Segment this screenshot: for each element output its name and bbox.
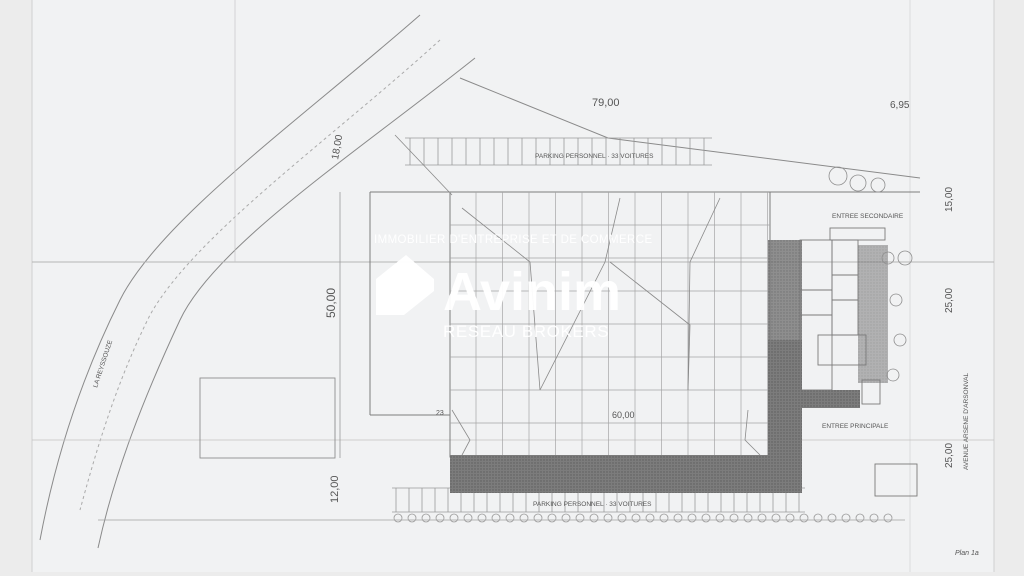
tree-mark <box>729 513 739 523</box>
watermark-tagline: IMMOBILIER D'ENTREPRISE ET DE COMMERCE <box>374 234 653 246</box>
tree-mark <box>715 513 725 523</box>
tree-mark <box>575 513 585 523</box>
tree-mark <box>491 513 501 523</box>
watermark-subtitle: RESEAU BROKERS <box>443 322 610 341</box>
tree-mark <box>449 513 459 523</box>
tree-mark <box>421 513 431 523</box>
tree-mark <box>855 513 865 523</box>
tree-mark <box>505 513 515 523</box>
entree-principale-label: ENTREE PRINCIPALE <box>822 423 889 430</box>
tree-mark <box>883 513 893 523</box>
watermark-brand: Avinim <box>443 262 622 322</box>
tree-mark <box>393 513 403 523</box>
tree-mark <box>407 513 417 523</box>
tree-mark <box>827 513 837 523</box>
tree-mark <box>757 513 767 523</box>
tree-mark <box>659 513 669 523</box>
entree-secondaire-label: ENTREE SECONDAIRE <box>832 213 904 220</box>
tree-mark <box>533 513 543 523</box>
dim-top: 79,00 <box>592 97 620 109</box>
tree-mark <box>645 513 655 523</box>
tree-mark <box>771 513 781 523</box>
parking-bottom-label: PARKING PERSONNEL · 33 VOITURES <box>533 501 652 508</box>
stamp-label: Plan 1a <box>955 550 979 557</box>
structure-diagonals <box>394 134 761 456</box>
tree-mark <box>813 513 823 523</box>
shaded-east-wing <box>768 340 860 493</box>
parking-top-label: PARKING PERSONNEL · 33 VOITURES <box>535 153 654 160</box>
tree-mark <box>785 513 795 523</box>
dim-right-1: 15,00 <box>944 187 955 212</box>
tree-mark <box>519 513 529 523</box>
dim-left-small: 12,00 <box>329 475 341 503</box>
tree-mark <box>869 513 879 523</box>
dim-top-right: 6,95 <box>890 100 910 111</box>
tree-mark <box>463 513 473 523</box>
tree-mark <box>743 513 753 523</box>
tree-mark <box>547 513 557 523</box>
dim-inner: 60,00 <box>612 410 635 420</box>
tree-mark <box>673 513 683 523</box>
tree-mark <box>589 513 599 523</box>
tree-mark <box>799 513 809 523</box>
road-reyssouze <box>39 14 476 549</box>
small-mark-label: 23 <box>436 410 444 417</box>
tree-mark <box>435 513 445 523</box>
tree-mark <box>603 513 613 523</box>
tree-mark <box>561 513 571 523</box>
parking-top-stalls <box>405 137 712 166</box>
annex-left <box>199 377 336 459</box>
tree-mark <box>687 513 697 523</box>
dim-right-2: 25,00 <box>944 288 955 313</box>
trees-east <box>828 166 913 382</box>
tree-mark <box>617 513 627 523</box>
tree-mark <box>631 513 641 523</box>
dim-right-3: 25,00 <box>944 443 955 468</box>
tree-mark <box>841 513 851 523</box>
east-wing-rooms <box>799 227 918 497</box>
shaded-bottom-strip <box>450 455 802 493</box>
dim-diag: 18,00 <box>330 134 345 161</box>
avenue-name-label: AVENUE ARSENE D'ARSONVAL <box>963 373 970 470</box>
tree-mark <box>701 513 711 523</box>
avinim-logo-icon <box>376 255 434 315</box>
tree-mark <box>477 513 487 523</box>
dim-left-big: 50,00 <box>324 288 338 318</box>
